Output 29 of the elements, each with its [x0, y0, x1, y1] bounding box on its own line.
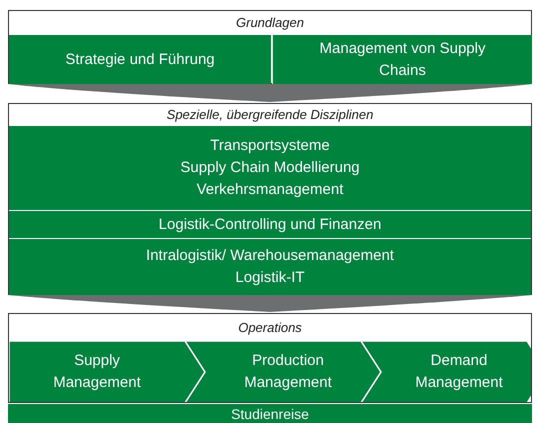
process-step [361, 341, 531, 402]
funnel-arrow [8, 84, 532, 102]
funnel-arrow [8, 295, 532, 312]
topic-label: Logistik-IT [235, 268, 305, 288]
topic-bar [9, 126, 531, 210]
process-label: Supply Management [52, 351, 142, 393]
section-panel [8, 313, 532, 403]
section-panel [8, 103, 532, 295]
section-heading: Spezielle, übergreifende Disziplinen [166, 107, 374, 122]
topic-bar [272, 35, 532, 84]
section-heading: Operations [238, 320, 302, 335]
process-step [9, 341, 205, 402]
topic-label: Supply Chain Modellierung [180, 158, 360, 178]
topic-bar [9, 239, 531, 295]
process-label: Production Management [243, 351, 333, 393]
topic-label: Intralogistik/ Warehousemanagement [146, 246, 394, 266]
section-heading: Grundlagen [236, 15, 304, 30]
topic-bar [8, 404, 532, 423]
topic-label: Studienreise [231, 404, 309, 422]
topic-label: Logistik-Controlling und Finanzen [158, 214, 382, 234]
topic-bar [9, 211, 531, 238]
process-label: Demand Management [414, 351, 504, 393]
topic-bar [9, 35, 271, 84]
process-step [185, 341, 381, 402]
section-panel [8, 10, 532, 84]
topic-label: Transportsysteme [210, 136, 330, 156]
topic-label: Strategie und Führung [65, 50, 215, 70]
topic-label: Verkehrsmanagement [196, 180, 344, 200]
topic-label: Management von Supply Chains [318, 38, 486, 80]
